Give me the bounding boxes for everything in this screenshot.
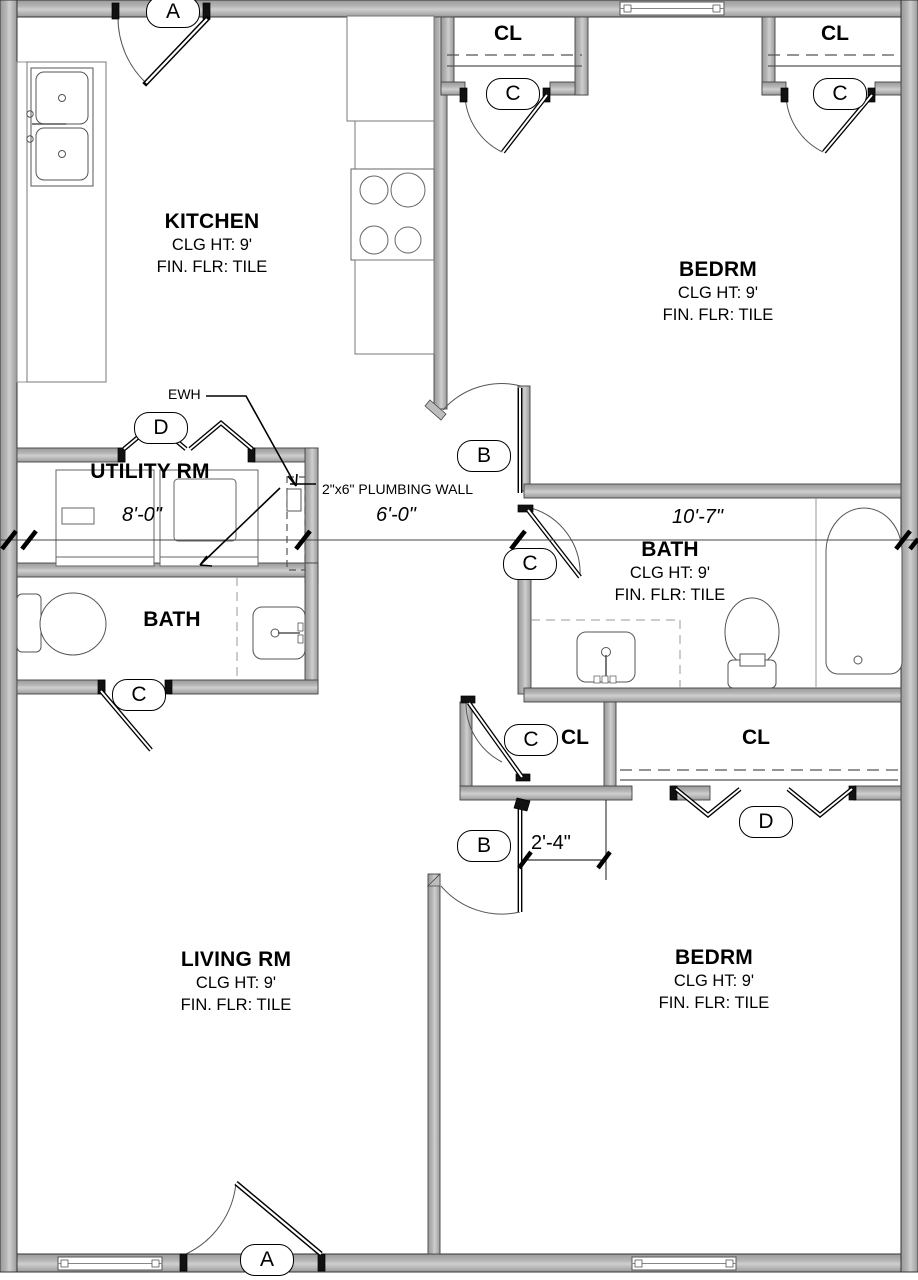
door-tag-d-closet-4[interactable]: D — [739, 806, 793, 838]
room-floor-finish: FIN. FLR: TILE — [156, 258, 268, 277]
room-floor-finish: FIN. FLR: TILE — [180, 996, 292, 1015]
room-name: BEDRM — [679, 258, 757, 281]
closet-label-mid-left: CL — [561, 726, 589, 749]
room-name: LIVING RM — [180, 948, 292, 971]
dimension-bath: 10'-7" — [672, 506, 723, 528]
dimension-closet: 2'-4" — [531, 832, 571, 854]
room-name: UTILITY RM — [90, 460, 210, 483]
room-ceiling-height: CLG HT: 9' — [195, 974, 277, 993]
windows — [57, 1, 737, 1271]
room-ceiling-height: CLG HT: 9' — [171, 236, 253, 255]
door-tag-c-bath-left[interactable]: C — [112, 679, 166, 711]
door-tag-b-bedroom-bot[interactable]: B — [457, 830, 511, 862]
door-tag-d-utility[interactable]: D — [134, 412, 188, 444]
door-tag-a-kitchen[interactable]: A — [146, 0, 200, 28]
room-name: BEDRM — [675, 946, 753, 969]
room-label-utility: UTILITY RM — [60, 460, 240, 484]
room-ceiling-height: CLG HT: 9' — [677, 284, 759, 303]
room-floor-finish: FIN. FLR: TILE — [662, 306, 774, 325]
closet-label-top-right: CL — [821, 22, 849, 45]
closet-label-mid-right: CL — [742, 726, 770, 749]
room-floor-finish: FIN. FLR: TILE — [658, 994, 770, 1013]
room-label-bath-left: BATH — [112, 608, 232, 632]
dimension-hall: 6'-0" — [376, 504, 416, 526]
room-floor-finish: FIN. FLR: TILE — [614, 586, 726, 605]
room-ceiling-height: CLG HT: 9' — [629, 564, 711, 583]
room-ceiling-height: CLG HT: 9' — [673, 972, 755, 991]
door-tag-c-bath-right[interactable]: C — [503, 548, 557, 580]
room-label-bedrm-top: BEDRM CLG HT: 9' FIN. FLR: TILE — [618, 258, 818, 327]
room-name: BATH — [641, 538, 699, 561]
dimension-utility: 8'-0" — [122, 504, 162, 526]
door-tag-a-entry[interactable]: A — [240, 1244, 294, 1276]
room-label-kitchen: KITCHEN CLG HT: 9' FIN. FLR: TILE — [112, 210, 312, 279]
door-tag-c-closet-3[interactable]: C — [504, 724, 558, 756]
room-name: BATH — [143, 608, 201, 631]
dimension-line — [0, 529, 918, 880]
closet-label-top-left: CL — [494, 22, 522, 45]
ewh-annotation: EWH — [168, 386, 201, 402]
fixtures — [16, 15, 903, 781]
room-name: KITCHEN — [164, 210, 260, 233]
door-tag-c-closet-1[interactable]: C — [486, 78, 540, 110]
room-label-bedrm-bottom: BEDRM CLG HT: 9' FIN. FLR: TILE — [614, 946, 814, 1015]
door-tag-b-bedroom-top[interactable]: B — [457, 440, 511, 472]
leader-lines — [199, 395, 316, 567]
room-label-bath-right: BATH CLG HT: 9' FIN. FLR: TILE — [580, 538, 760, 607]
room-label-living: LIVING RM CLG HT: 9' FIN. FLR: TILE — [136, 948, 336, 1017]
plumbing-wall-annotation: 2"x6" PLUMBING WALL — [322, 481, 474, 497]
door-tag-c-closet-2[interactable]: C — [813, 78, 867, 110]
